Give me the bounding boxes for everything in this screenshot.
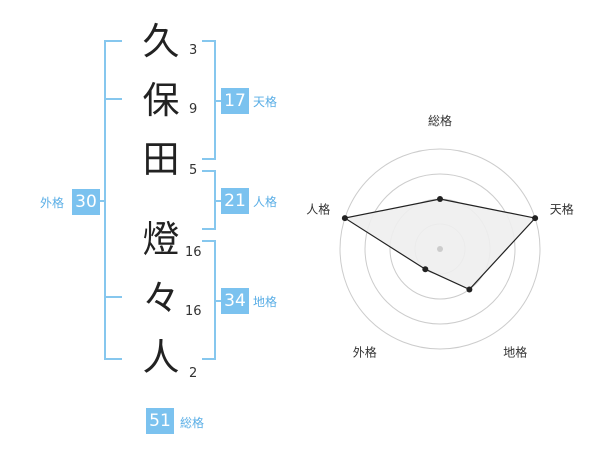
stroke-count-2: 9 [189,102,198,117]
soukaku-value: 51 [146,408,174,434]
name-char-4: 燈 [142,218,180,261]
radar-point-5 [341,215,348,222]
name-char-1: 久 [142,20,180,63]
jinkaku-value: 21 [221,188,249,214]
radar-center-dot [437,246,443,252]
radar-point-3 [466,286,473,293]
radar-point-2 [532,215,539,222]
radar-axis-label-3: 地格 [503,345,527,360]
stroke-count-3: 5 [189,163,198,178]
gaikaku-tick-upper [104,98,122,100]
stroke-count-5: 16 [185,304,202,319]
chikaku-connector [214,300,222,302]
gaikaku-value: 30 [72,189,100,215]
radar-grid-ring-3 [364,173,516,325]
gaikaku-tick-lower [104,296,122,298]
stroke-count-1: 3 [189,43,198,58]
name-char-2: 保 [142,79,180,122]
name-char-6: 人 [142,336,180,379]
tenkaku-label: 天格 [253,95,278,109]
stroke-count-6: 2 [189,366,198,381]
jinkaku-connector [214,200,222,202]
radar-series-polygon [343,198,537,291]
radar-axis-label-4: 外格 [353,345,377,360]
gaikaku-label: 外格 [40,196,65,210]
radar-point-1 [437,196,443,202]
radar-point-4 [422,266,429,273]
radar-grid-ring-4 [339,148,541,350]
radar-axis-label-2: 天格 [550,201,574,216]
radar-axis-label-5: 人格 [306,201,330,216]
radar-axis-label-1: 総格 [428,113,452,128]
tenkaku-value: 17 [221,88,249,114]
gaikaku-connector [98,200,106,202]
name-char-5: 々 [142,277,180,320]
chikaku-value: 34 [221,288,249,314]
stroke-count-4: 16 [185,245,202,260]
name-char-3: 田 [142,138,180,181]
soukaku-label: 総格 [180,416,205,430]
jinkaku-label: 人格 [253,195,278,209]
gaikaku-bracket [104,40,122,360]
chikaku-label: 地格 [253,295,278,309]
tenkaku-connector [214,100,222,102]
